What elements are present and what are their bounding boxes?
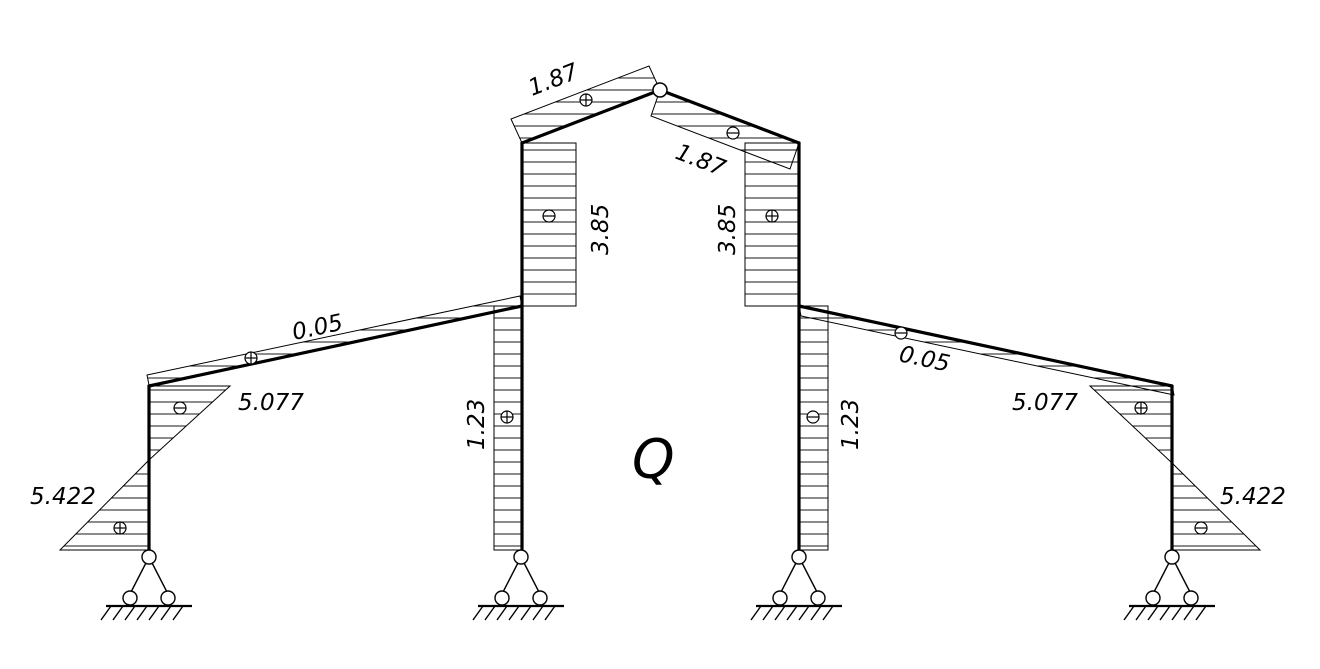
label-right-outer-column-top: 5.077 <box>1012 390 1078 416</box>
left-inner-column-upper-diagram <box>521 142 577 307</box>
plus-sign-right-outer-top <box>1134 401 1148 415</box>
minus-sign-left-inner-upper <box>542 209 556 223</box>
minus-sign-right-rafter <box>726 126 740 140</box>
left-outer-column-top-diagram <box>148 385 232 462</box>
minus-sign-right-beam <box>894 326 908 340</box>
right-beam <box>797 304 1174 388</box>
plus-sign-right-inner-upper <box>765 209 779 223</box>
label-left-outer-column-top: 5.077 <box>238 390 304 416</box>
sign-symbols <box>113 93 1208 535</box>
right-inner-column-lower-diagram <box>798 305 829 551</box>
label-left-inner-column-upper: 3.85 <box>588 204 614 255</box>
left-rafter <box>520 88 662 145</box>
minus-sign-right-outer-bottom <box>1194 521 1208 535</box>
right-rafter <box>658 88 801 145</box>
label-right-outer-column-bottom: 5.422 <box>1220 484 1286 510</box>
support-right-outer <box>1123 549 1215 621</box>
label-right-beam: 0.05 <box>897 341 953 377</box>
support-left-inner <box>472 549 564 621</box>
minus-sign-left-outer-top <box>173 401 187 415</box>
left-beam-diagram <box>146 295 523 386</box>
diagram-title: Q <box>632 428 675 491</box>
right-inner-column-upper-diagram <box>744 142 800 307</box>
label-right-rafter-top: 1.87 <box>672 139 729 182</box>
plus-sign-left-beam <box>244 351 258 365</box>
supports <box>100 549 1215 621</box>
label-left-outer-column-bottom: 5.422 <box>30 484 96 510</box>
plus-sign-left-rafter <box>579 93 593 107</box>
plus-sign-left-inner-lower <box>500 410 514 424</box>
support-left-outer <box>100 549 192 621</box>
value-labels: 1.87 1.87 3.85 3.85 0.05 0.05 1.23 1.23 … <box>30 59 1286 510</box>
apex-hinge <box>652 82 668 98</box>
minus-sign-right-inner-lower <box>806 410 820 424</box>
label-right-inner-column-upper: 3.85 <box>715 204 741 255</box>
label-left-inner-column-lower: 1.23 <box>464 399 490 450</box>
left-beam <box>147 304 524 388</box>
plus-sign-left-outer-bottom <box>113 521 127 535</box>
right-outer-column-top-diagram <box>1088 385 1173 465</box>
label-right-inner-column-lower: 1.23 <box>838 399 864 450</box>
frame-members <box>147 88 1174 552</box>
diagram-fills <box>58 65 1262 551</box>
support-right-inner <box>750 549 842 621</box>
left-inner-column-lower-diagram <box>493 305 523 551</box>
